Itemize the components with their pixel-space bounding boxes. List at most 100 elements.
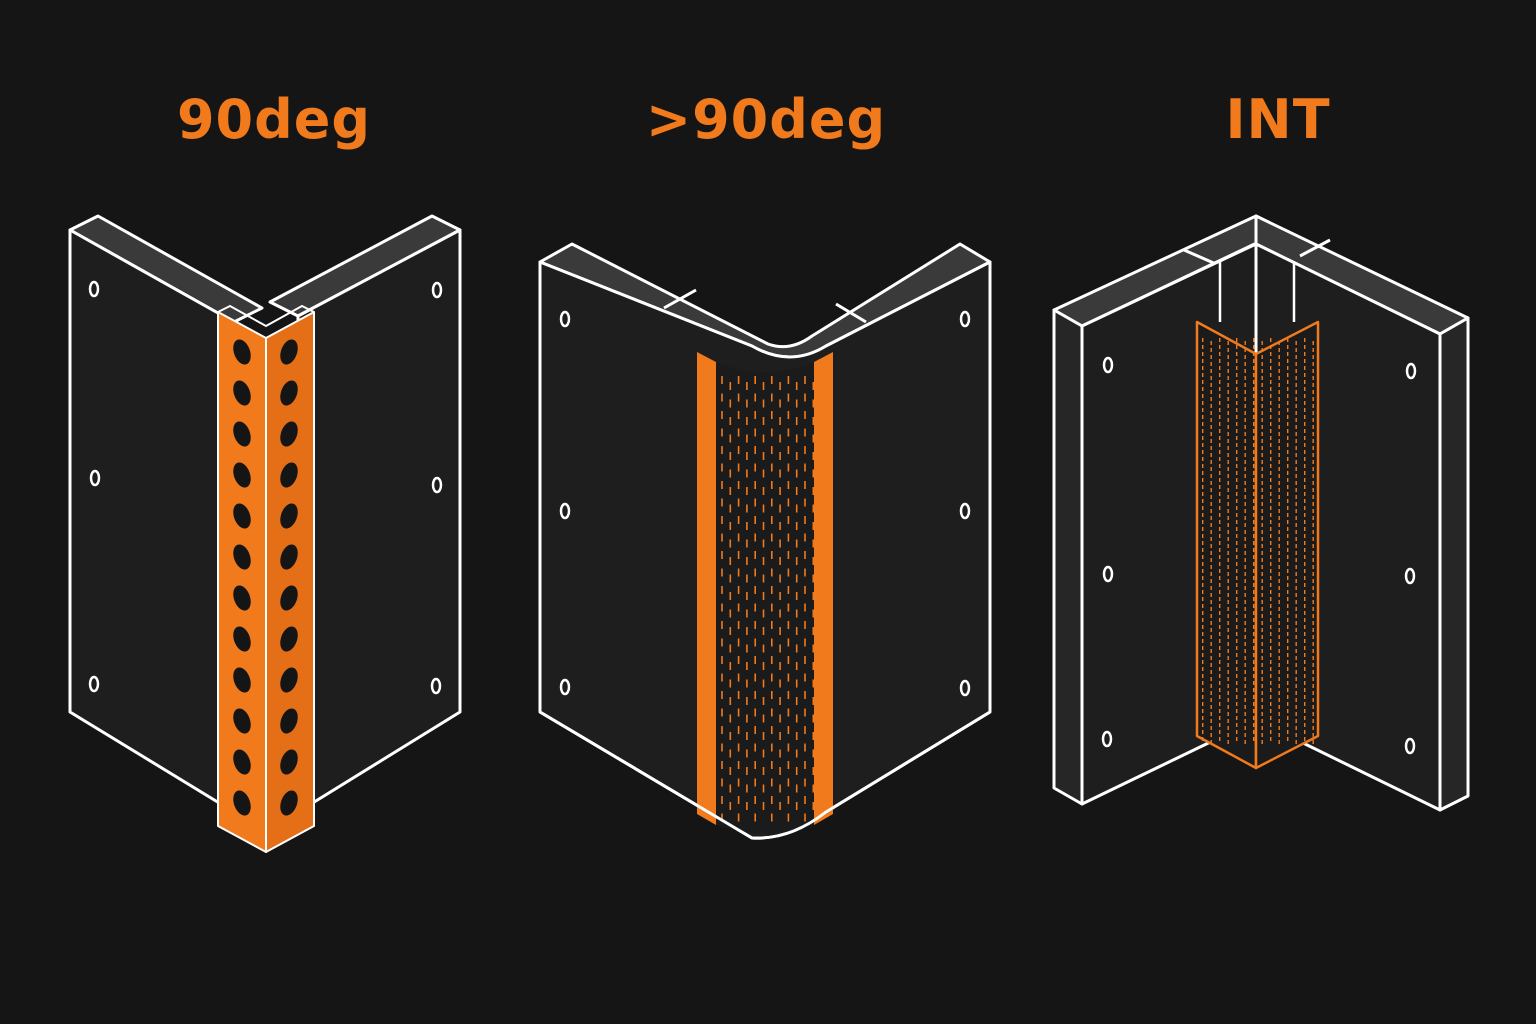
- mesh-dot: [1304, 590, 1306, 594]
- mesh-dot: [1270, 674, 1272, 678]
- mesh-dot: [1202, 723, 1204, 727]
- mesh-dot: [1295, 621, 1297, 625]
- mesh-dot: [1253, 646, 1255, 650]
- mesh-perforation-lines: [721, 376, 815, 822]
- mesh-dot: [1219, 443, 1221, 447]
- mesh-dot: [1253, 366, 1255, 370]
- mesh-dot: [1304, 366, 1306, 370]
- mesh-dot: [1304, 485, 1306, 489]
- mesh-dot: [1261, 684, 1263, 688]
- mesh-dot: [1312, 635, 1314, 639]
- mesh-dot: [1287, 387, 1289, 391]
- screw-holes: [88, 280, 443, 695]
- mesh-dot: [1219, 541, 1221, 545]
- mesh-dot: [1244, 348, 1246, 352]
- mesh-dot: [1270, 401, 1272, 405]
- mesh-dot: [1304, 716, 1306, 720]
- mesh-dot: [1219, 639, 1221, 643]
- mesh-dot: [1202, 625, 1204, 629]
- mesh-dot: [1202, 674, 1204, 678]
- mesh-dot: [1210, 551, 1212, 555]
- mesh-dot: [1210, 453, 1212, 457]
- mesh-dot: [1304, 464, 1306, 468]
- mesh-dot: [1270, 338, 1272, 342]
- mesh-dot: [1312, 495, 1314, 499]
- mesh-dot: [1261, 439, 1263, 443]
- mesh-dot: [1202, 450, 1204, 454]
- mesh-dot: [1295, 390, 1297, 394]
- mesh-dot: [1287, 702, 1289, 706]
- mesh-dot: [1227, 558, 1229, 562]
- mesh-dot: [1227, 348, 1229, 352]
- bead-hole: [280, 749, 298, 775]
- mesh-dot: [1270, 506, 1272, 510]
- mesh-dot: [1236, 709, 1238, 713]
- mesh-dot: [1278, 726, 1280, 730]
- mesh-dot: [1236, 534, 1238, 538]
- mesh-dot: [1253, 492, 1255, 496]
- mesh-dot: [1295, 740, 1297, 744]
- mesh-dot: [1219, 506, 1221, 510]
- mesh-dot: [1244, 544, 1246, 548]
- mesh-dot: [1219, 415, 1221, 419]
- mesh-dot: [1278, 460, 1280, 464]
- mesh-dot: [1227, 614, 1229, 618]
- mesh-dot: [1244, 614, 1246, 618]
- mesh-dot: [1312, 558, 1314, 562]
- mesh-dot: [1236, 464, 1238, 468]
- mesh-dot: [1202, 415, 1204, 419]
- mesh-dot: [1219, 499, 1221, 503]
- mesh-dot: [1278, 649, 1280, 653]
- mesh-dot: [1312, 341, 1314, 345]
- mesh-dot: [1210, 621, 1212, 625]
- mesh-dot: [1236, 471, 1238, 475]
- mesh-dot: [1278, 516, 1280, 520]
- mesh-dot: [1312, 418, 1314, 422]
- mesh-dot: [1287, 597, 1289, 601]
- mesh-dot: [1253, 730, 1255, 734]
- mesh-dot: [1278, 495, 1280, 499]
- mesh-dot: [1261, 586, 1263, 590]
- mesh-dot: [1304, 387, 1306, 391]
- mesh-dot: [1287, 429, 1289, 433]
- mesh-dot: [1312, 404, 1314, 408]
- mesh-dot: [1236, 359, 1238, 363]
- bullnose-mesh-bead: [697, 352, 833, 834]
- mesh-dot: [1270, 394, 1272, 398]
- mesh-dot: [1227, 460, 1229, 464]
- mesh-dot: [1236, 429, 1238, 433]
- mesh-dot: [1295, 635, 1297, 639]
- mesh-dot: [1219, 513, 1221, 517]
- mesh-dot: [1219, 436, 1221, 440]
- mesh-dot: [1278, 348, 1280, 352]
- mesh-dot: [1244, 593, 1246, 597]
- mesh-dot: [1244, 740, 1246, 744]
- mesh-dot: [1304, 373, 1306, 377]
- mesh-dot: [1287, 373, 1289, 377]
- mesh-dot: [1202, 737, 1204, 741]
- mesh-dot: [1210, 383, 1212, 387]
- mesh-dot: [1227, 663, 1229, 667]
- mesh-dot: [1253, 709, 1255, 713]
- mesh-dot: [1295, 565, 1297, 569]
- mesh-dot: [1295, 607, 1297, 611]
- mesh-dot: [1287, 618, 1289, 622]
- mesh-dot: [1304, 520, 1306, 524]
- mesh-dot: [1270, 639, 1272, 643]
- mesh-dot: [1253, 478, 1255, 482]
- mesh-dot: [1253, 450, 1255, 454]
- mesh-dot: [1261, 432, 1263, 436]
- mesh-dot: [1219, 562, 1221, 566]
- mesh-dot: [1312, 684, 1314, 688]
- mesh-dot: [1219, 681, 1221, 685]
- mesh-dot: [1287, 401, 1289, 405]
- mesh-dot: [1244, 411, 1246, 415]
- mesh-dot: [1270, 485, 1272, 489]
- mesh-dot: [1295, 481, 1297, 485]
- mesh-dot: [1202, 688, 1204, 692]
- mesh-dot: [1236, 548, 1238, 552]
- board-right-face: [296, 228, 462, 814]
- mesh-dot: [1202, 443, 1204, 447]
- mesh-dot: [1278, 621, 1280, 625]
- mesh-dot: [1253, 674, 1255, 678]
